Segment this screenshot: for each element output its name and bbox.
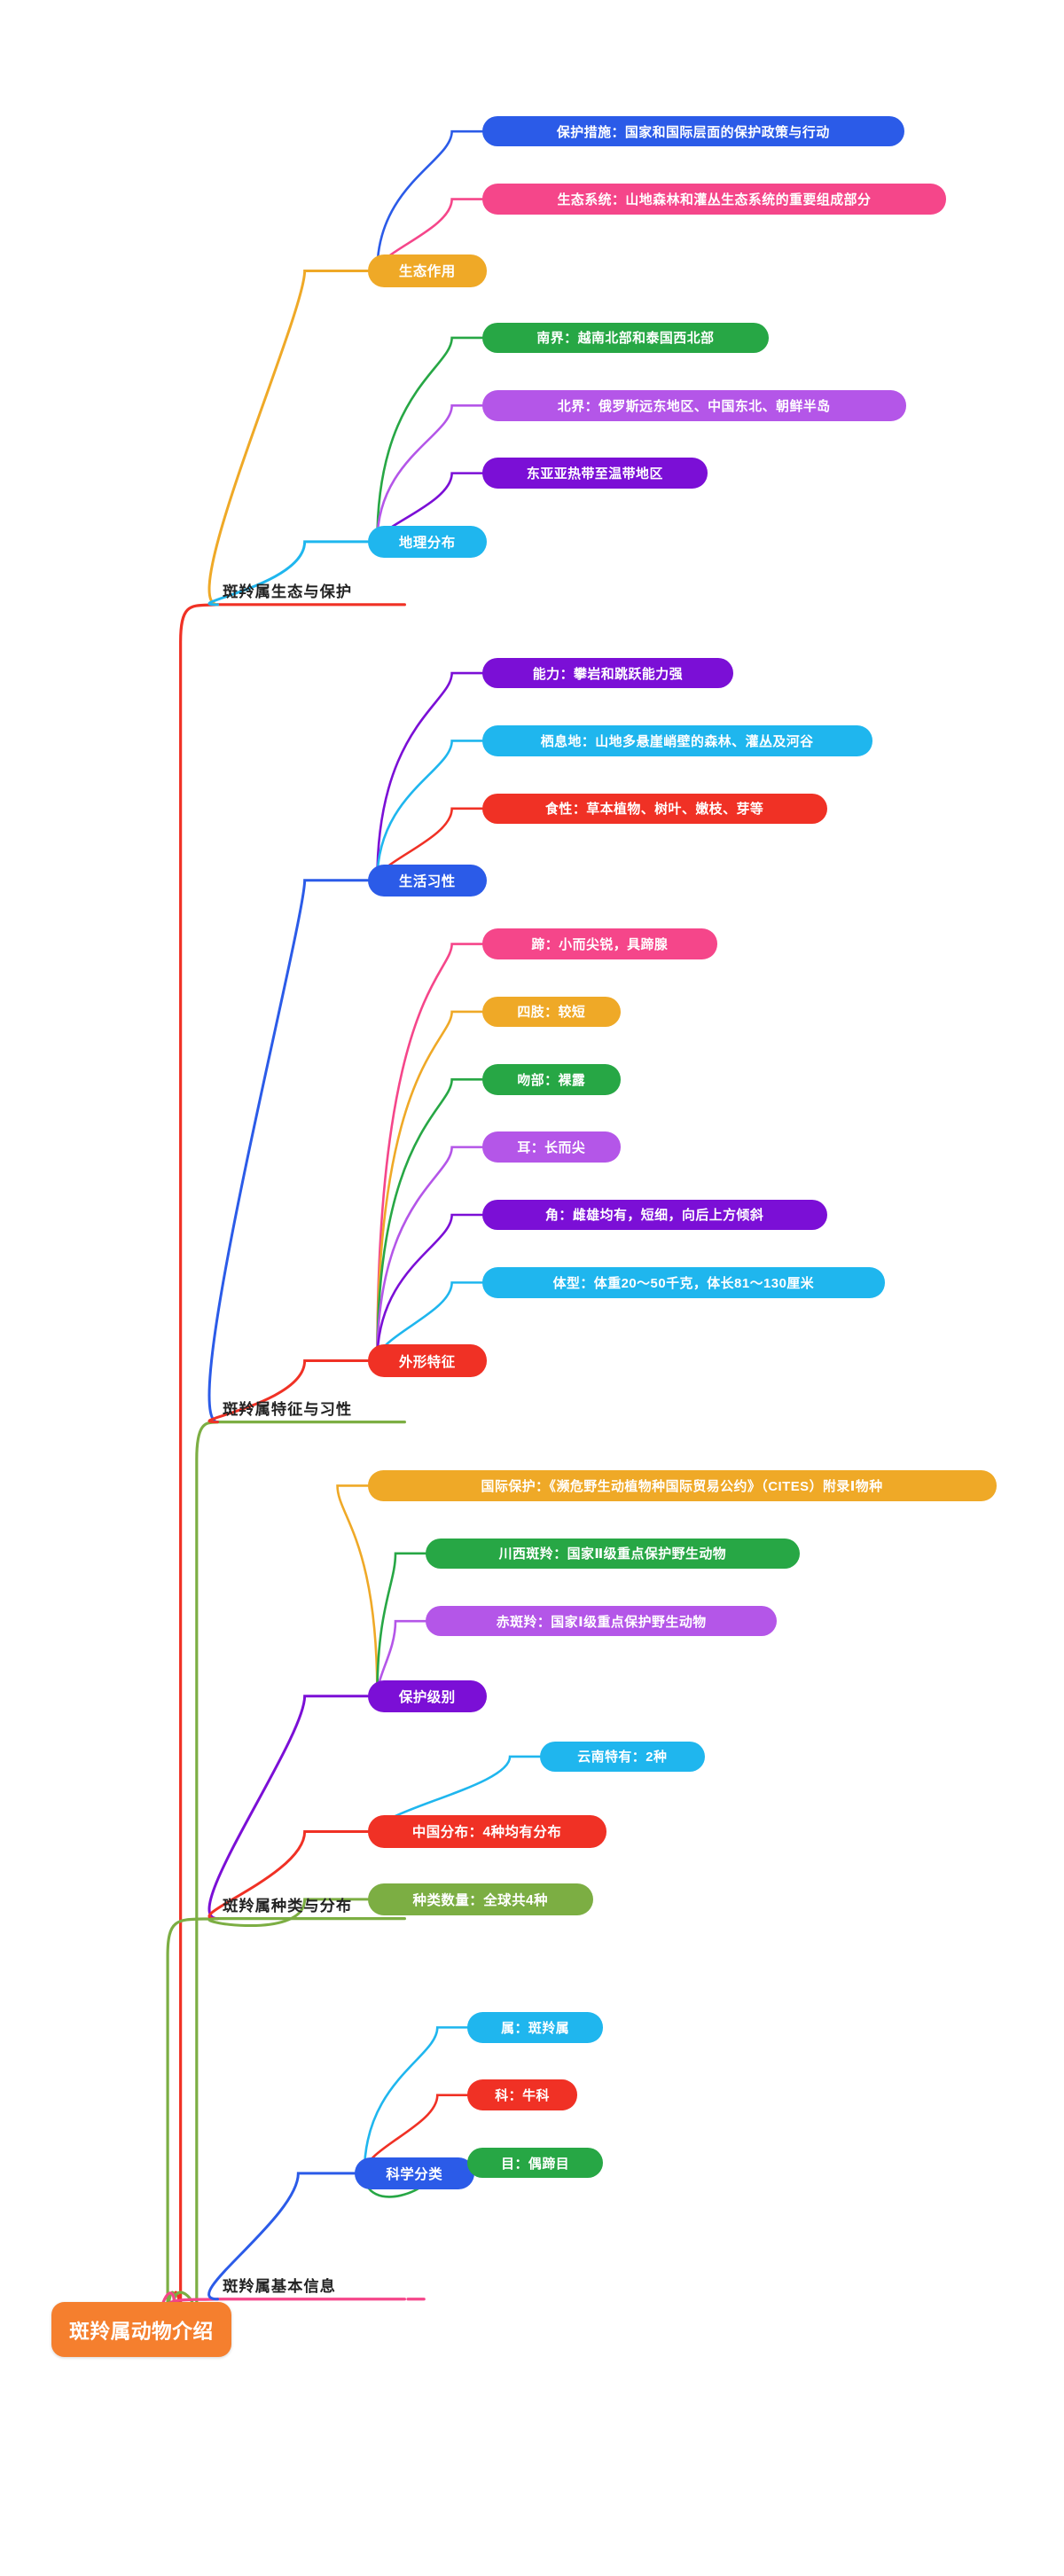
node-yunnan-endemic[interactable]: 云南特有：2种	[540, 1741, 705, 1773]
node-protection-level[interactable]: 保护级别	[367, 1679, 488, 1712]
node-ecological-role[interactable]: 生态作用	[367, 254, 488, 287]
node-china-distribution[interactable]: 中国分布：4种均有分布	[367, 1815, 606, 1848]
node-protection-measures[interactable]: 保护措施：国家和国际层面的保护政策与行动	[481, 115, 904, 147]
branch-label-basic[interactable]: 斑羚属基本信息	[223, 2276, 336, 2295]
node-east-asia-range[interactable]: 东亚亚热带至温带地区	[481, 458, 708, 489]
node-horns[interactable]: 角：雌雄均有，短细，向后上方倾斜	[481, 1199, 827, 1231]
node-scientific-classification[interactable]: 科学分类	[355, 2157, 474, 2190]
node-southern-limit[interactable]: 南界：越南北部和泰国西北部	[481, 322, 770, 354]
node-genus[interactable]: 属：斑羚属	[467, 2012, 603, 2043]
node-limbs[interactable]: 四肢：较短	[481, 996, 621, 1028]
node-body-size[interactable]: 体型：体重20～50千克，体长81～130厘米	[481, 1267, 886, 1298]
node-family[interactable]: 科：牛科	[467, 2079, 577, 2110]
root-node[interactable]: 斑羚属动物介绍	[51, 2302, 231, 2358]
node-hoof[interactable]: 蹄：小而尖锐，具蹄腺	[481, 928, 718, 959]
node-muzzle[interactable]: 吻部：裸露	[481, 1064, 621, 1095]
node-ability[interactable]: 能力：攀岩和跳跃能力强	[481, 657, 734, 689]
branch-label-species[interactable]: 斑羚属种类与分布	[223, 1896, 353, 1914]
node-northern-limit[interactable]: 北界：俄罗斯远东地区、中国东北、朝鲜半岛	[481, 390, 906, 421]
node-ecosystem[interactable]: 生态系统：山地森林和灌丛生态系统的重要组成部分	[481, 184, 947, 215]
node-species-count[interactable]: 种类数量：全球共4种	[367, 1883, 594, 1915]
branch-label-traits[interactable]: 斑羚属特征与习性	[223, 1399, 353, 1418]
node-diet[interactable]: 食性：草本植物、树叶、嫩枝、芽等	[481, 793, 827, 825]
branch-label-ecology[interactable]: 斑羚属生态与保护	[223, 582, 353, 600]
node-ears[interactable]: 耳：长而尖	[481, 1131, 621, 1163]
node-sichuan-goral[interactable]: 川西斑羚：国家Ⅱ级重点保护野生动物	[426, 1538, 800, 1570]
node-geographic-distribution[interactable]: 地理分布	[367, 525, 488, 559]
node-morphology[interactable]: 外形特征	[367, 1344, 488, 1377]
node-international-protection[interactable]: 国际保护：《濒危野生动植物种国际贸易公约》（CITES）附录Ⅰ物种	[367, 1470, 997, 1501]
node-habitat[interactable]: 栖息地：山地多悬崖峭壁的森林、灌丛及河谷	[481, 725, 872, 756]
node-order[interactable]: 目：偶蹄目	[467, 2147, 603, 2179]
node-red-goral[interactable]: 赤斑羚：国家Ⅰ级重点保护野生动物	[426, 1605, 778, 1637]
node-living-habits[interactable]: 生活习性	[367, 864, 488, 897]
